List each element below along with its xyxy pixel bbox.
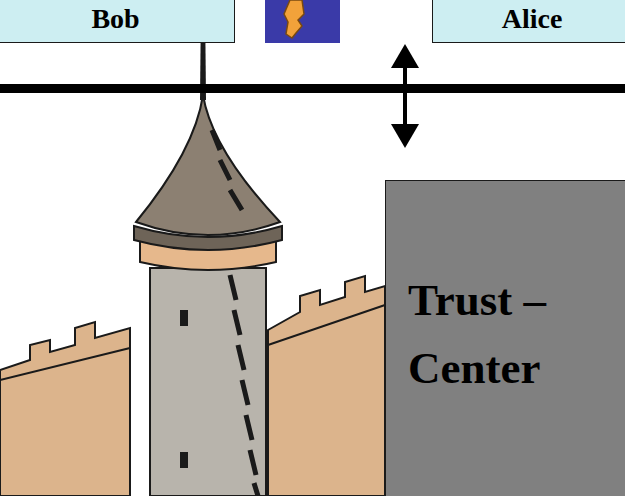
wall-edge — [268, 305, 385, 345]
tower-roof — [136, 95, 280, 235]
tower-stones — [230, 275, 258, 496]
double-arrow-shaft — [403, 62, 407, 132]
party-box: Alice — [432, 0, 625, 43]
tower-window — [180, 310, 188, 326]
trust-center-box: Trust – Center — [385, 180, 625, 496]
tower-window — [180, 452, 188, 468]
castle-wall-left — [0, 322, 130, 496]
party-box: Bob — [0, 0, 235, 43]
node-label: Trust – Center — [408, 267, 558, 402]
castle-wall-right — [268, 276, 385, 496]
node-label: Bob — [0, 1, 234, 37]
roof-tiles — [212, 130, 242, 210]
node-label: Alice — [433, 1, 625, 37]
channel-line — [0, 84, 625, 93]
wall-edge — [0, 348, 130, 380]
key-icon — [284, 0, 304, 38]
arrow-head — [391, 124, 419, 148]
tower-body — [150, 268, 266, 496]
arrow-head — [391, 44, 419, 68]
key-icon-background — [265, 0, 340, 43]
